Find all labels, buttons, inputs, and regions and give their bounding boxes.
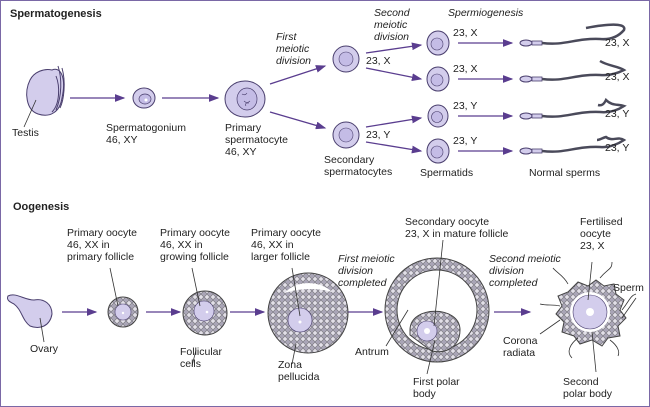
primary-spermatocyte-icon <box>224 80 266 118</box>
spermatogonium-icon <box>132 87 156 109</box>
ovary-icon <box>7 294 53 343</box>
spermatogonium-label: Spermatogonium 46, XY <box>106 122 186 146</box>
antrum-label: Antrum <box>355 346 389 358</box>
spermatid-label-4: 23, Y <box>453 135 478 147</box>
larger-follicle-icon <box>267 267 349 365</box>
spermatid-label-3: 23, Y <box>453 100 478 112</box>
second-completed-label: Second meiotic division completed <box>489 253 561 289</box>
primary-follicle-icon <box>107 267 139 328</box>
sperm-arrows <box>70 39 514 155</box>
secondary-x-label: 23, X <box>366 55 391 67</box>
fertilised-oocyte-label: Fertilised oocyte 23, X <box>580 216 623 252</box>
oogenesis-title: Oogenesis <box>13 201 70 213</box>
first-meiotic-label: First meiotic division <box>276 31 312 67</box>
sperm-label-1: 23, X <box>605 37 630 49</box>
spermatids-label: Spermatids <box>420 167 474 179</box>
secondary-oocyte-label: Secondary oocyte 23, X in mature follicl… <box>405 216 509 240</box>
stage3-label: Primary oocyte 46, XX in larger follicle <box>251 227 322 263</box>
normal-sperms-label: Normal sperms <box>529 167 601 179</box>
testis-label: Testis <box>12 127 39 139</box>
secondary-spermatocyte-icons <box>332 45 360 149</box>
spermatogenesis-title: Spermatogenesis <box>10 8 102 20</box>
spermatid-label-2: 23, X <box>453 63 478 75</box>
sperm-label-3: 23, Y <box>605 108 630 120</box>
second-meiotic-label: Second meiotic division <box>374 7 410 43</box>
secondary-y-label: 23, Y <box>366 129 391 141</box>
sperm-label-2: 23, X <box>605 71 630 83</box>
spermatid-label-1: 23, X <box>453 27 478 39</box>
ovary-label: Ovary <box>30 343 59 355</box>
secondary-spermatocytes-label: Secondary spermatocytes <box>324 154 393 178</box>
growing-follicle-icon <box>182 267 228 367</box>
sperm-label: Sperm <box>613 282 644 294</box>
stage2-label: Primary oocyte 46, XX in growing follicl… <box>160 227 231 263</box>
primary-spermatocyte-label: Primary spermatocyte 46, XY <box>225 122 289 158</box>
first-polar-body-label: First polar body <box>413 376 460 400</box>
corona-radiata-label: Corona radiata <box>503 335 538 359</box>
testis-icon <box>23 65 65 128</box>
spermiogenesis-label: Spermiogenesis <box>448 7 524 19</box>
follicular-cells-label: Follicular cells <box>180 346 223 370</box>
spermatid-icons <box>426 30 450 164</box>
second-polar-body-label: Second polar body <box>563 376 613 400</box>
fertilised-oocyte-icon <box>539 261 637 373</box>
first-completed-label: First meiotic division completed <box>338 253 395 289</box>
stage1-label: Primary oocyte 46, XX in primary follicl… <box>67 227 138 263</box>
zona-pellucida-label: Zona pellucida <box>278 359 320 383</box>
sperm-icons <box>519 23 627 155</box>
mature-follicle-icon <box>384 239 490 375</box>
sperm-label-4: 23, Y <box>605 142 630 154</box>
